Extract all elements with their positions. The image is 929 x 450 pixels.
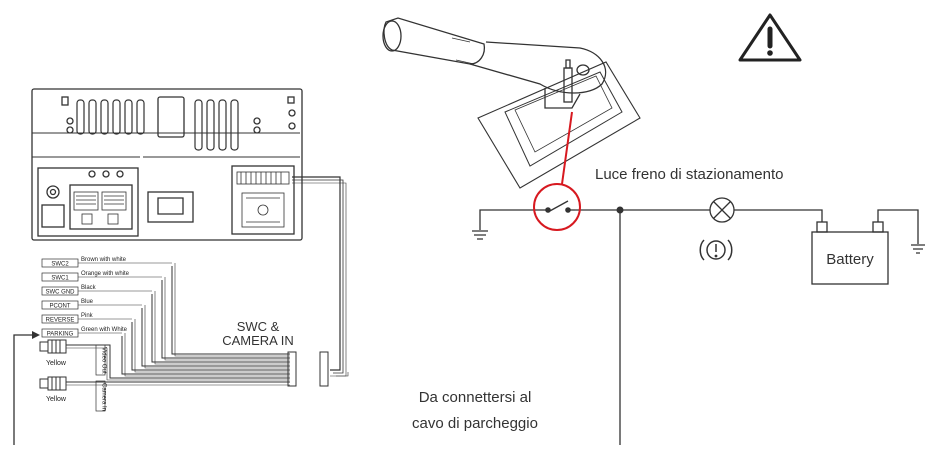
ground-right-icon xyxy=(911,244,925,254)
wire-color-label: Black xyxy=(81,285,97,291)
handbrake-illustration xyxy=(382,17,641,189)
rca-connector-camera-in xyxy=(39,376,67,391)
switch-contact-dot xyxy=(565,207,571,213)
brake-warning-icon xyxy=(699,239,733,261)
circuit xyxy=(479,200,919,445)
switch-contact-dot xyxy=(545,207,551,213)
brake-light-label: Luce freno di stazionamento xyxy=(595,166,783,183)
connect-label-line2: cavo di parcheggio xyxy=(412,415,538,432)
battery-label: Battery xyxy=(826,251,874,268)
lamp-icon xyxy=(709,197,735,223)
junction-dot xyxy=(616,206,624,214)
switch-highlight xyxy=(533,111,581,231)
swc-camera-label: SWC & xyxy=(237,319,280,334)
rca-color-label: Yellow xyxy=(46,396,67,403)
wire-color-label: Blue xyxy=(81,299,94,305)
wire-tag-label: PCONT xyxy=(50,304,71,310)
wire-tag-label: SWC2 xyxy=(51,262,69,268)
wire-tag-label: SWC GND xyxy=(46,290,76,296)
rca-color-label: Yellow xyxy=(46,360,67,367)
head-unit-rear xyxy=(31,88,303,241)
video-out-label: Video Out xyxy=(101,347,107,374)
wire-color-label: Brown with white xyxy=(81,257,127,263)
brake-warning-dot xyxy=(714,254,718,258)
video-out-tag xyxy=(95,344,106,376)
parking-arrow xyxy=(13,334,34,445)
ground-left-icon xyxy=(472,230,488,240)
swc-camera-label: CAMERA IN xyxy=(222,333,294,348)
camera-in-label: Camera In xyxy=(101,383,107,411)
battery-icon xyxy=(811,221,889,285)
arrow-head-icon xyxy=(32,331,40,339)
wire-harness xyxy=(66,176,349,387)
rca-connector-video-out xyxy=(39,339,67,354)
wire-tag-label: PARKING xyxy=(47,332,74,338)
wire-color-label: Orange with white xyxy=(81,271,130,277)
warning-triangle-icon xyxy=(738,13,802,62)
wire-color-label: Green with White xyxy=(81,327,128,333)
wire-tag-label: SWC1 xyxy=(51,276,69,282)
wire-tag-label: REVERSE xyxy=(46,318,75,324)
connect-label-line1: Da connettersi al xyxy=(419,389,532,406)
camera-in-tag xyxy=(95,380,106,412)
wire-color-label: Pink xyxy=(81,313,94,319)
wire-tags xyxy=(41,258,79,338)
